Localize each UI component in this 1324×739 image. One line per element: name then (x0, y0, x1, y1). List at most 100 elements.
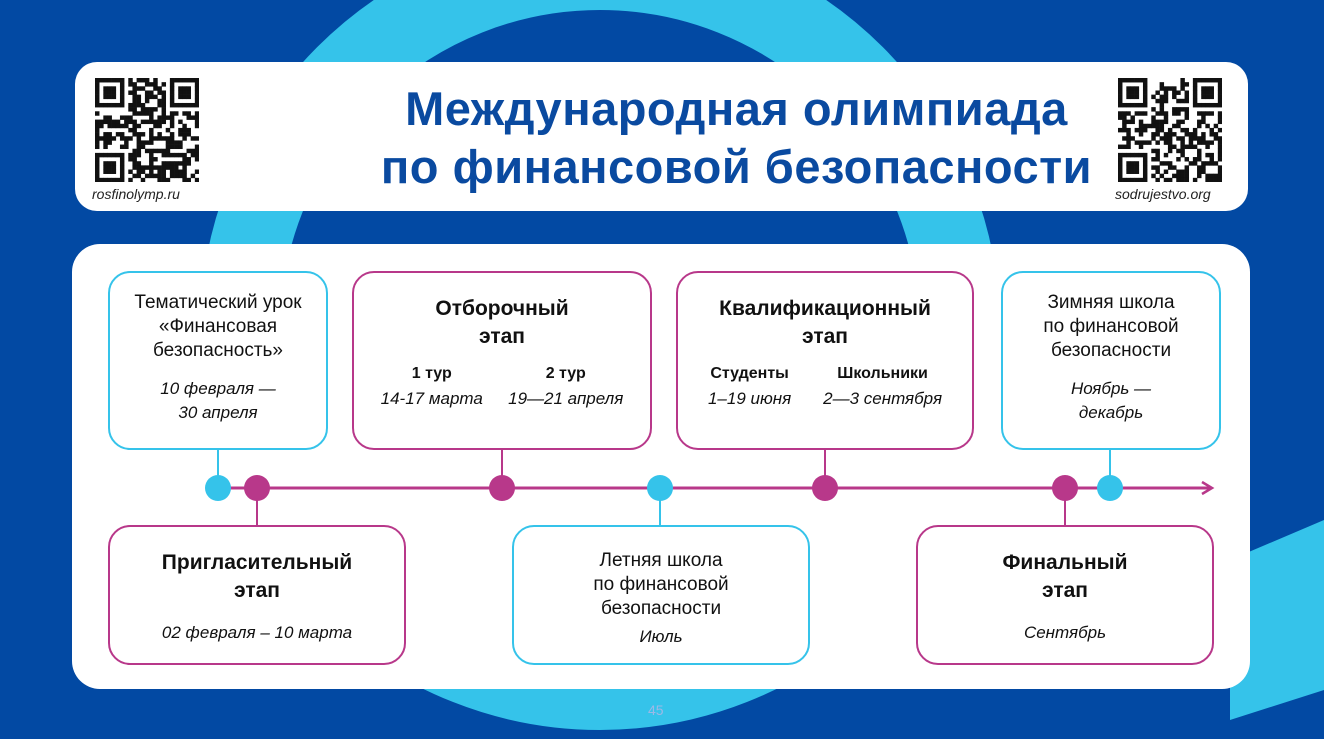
qr-module (107, 152, 112, 158)
qr-module (1130, 169, 1135, 174)
qr-module (194, 119, 199, 125)
qr-module (1155, 90, 1160, 95)
qr-module (1172, 132, 1177, 137)
qr-module (144, 148, 150, 154)
qr-module (136, 132, 142, 137)
qr-module (1138, 132, 1144, 137)
qr-module (1192, 177, 1198, 182)
qr-module (132, 127, 137, 133)
qr-module (1205, 173, 1210, 179)
qr-module (1155, 127, 1160, 133)
qr-module (1134, 152, 1140, 158)
qr-module (1201, 102, 1206, 108)
qr-module (149, 157, 154, 162)
qr-module (1217, 82, 1222, 87)
qr-module (1122, 78, 1127, 83)
qr-module (1192, 98, 1198, 104)
qr-module (107, 78, 112, 83)
qr-module (1192, 82, 1198, 87)
qr-module (1147, 140, 1152, 145)
qr-module (149, 152, 154, 158)
qr-module (169, 111, 175, 116)
left-url[interactable]: rosfinolymp.ru (92, 186, 180, 202)
qr-module (103, 161, 108, 166)
qr-module (1192, 102, 1198, 108)
qr-module (1197, 136, 1202, 141)
stage-dates: 30 апреля (178, 403, 258, 422)
qr-module (1192, 161, 1198, 166)
stage-title: Тематический урок (134, 292, 302, 313)
qr-module (165, 136, 171, 141)
timeline-dot (205, 475, 231, 501)
right-url[interactable]: sodrujestvo.org (1115, 186, 1211, 202)
qr-module (149, 115, 154, 120)
qr-module (1126, 136, 1131, 141)
qr-module (1213, 173, 1219, 179)
qr-module (136, 123, 142, 129)
qr-module (115, 177, 121, 182)
qr-code-right[interactable] (1118, 78, 1222, 182)
qr-module (182, 136, 187, 141)
qr-module (1188, 140, 1194, 145)
qr-module (1151, 94, 1156, 100)
qr-module (1180, 169, 1185, 174)
qr-module (144, 173, 150, 179)
qr-module (119, 123, 125, 129)
qr-module (119, 157, 125, 162)
qr-module (149, 94, 154, 100)
qr-module (161, 94, 167, 100)
qr-module (1217, 94, 1222, 100)
qr-module (190, 102, 196, 108)
qr-module (161, 102, 167, 108)
qr-module (1118, 127, 1123, 133)
qr-module (169, 165, 175, 170)
qr-module (194, 177, 199, 182)
qr-module (1126, 169, 1131, 174)
qr-module (1201, 78, 1206, 83)
qr-module (186, 86, 191, 91)
qr-module (1184, 111, 1190, 116)
qr-module (165, 177, 171, 182)
qr-module (1126, 165, 1131, 170)
qr-module (153, 78, 158, 83)
qr-module (111, 78, 117, 83)
qr-module (194, 78, 199, 83)
qr-module (95, 94, 100, 100)
qr-module (1155, 111, 1160, 116)
qr-module (107, 102, 112, 108)
stage-title: этап (802, 325, 848, 348)
qr-module (194, 94, 199, 100)
qr-module (190, 115, 196, 120)
qr-module (103, 119, 108, 125)
qr-module (136, 161, 142, 166)
qr-module (153, 119, 158, 125)
qr-code-left[interactable] (95, 78, 199, 182)
qr-module (1180, 173, 1185, 179)
qr-module (149, 132, 154, 137)
qr-module (1217, 111, 1222, 116)
qr-module (169, 90, 175, 95)
qr-module (128, 115, 133, 120)
qr-module (99, 78, 104, 83)
qr-module (1163, 94, 1169, 100)
qr-module (1197, 123, 1202, 129)
qr-module (178, 140, 183, 145)
stage-title: по финансовой (593, 574, 729, 595)
qr-module (1213, 136, 1219, 141)
qr-module (1118, 90, 1123, 95)
qr-module (1167, 132, 1173, 137)
qr-module (1122, 127, 1127, 133)
timeline-dot (1097, 475, 1123, 501)
qr-module (1167, 177, 1173, 182)
qr-module (174, 169, 179, 174)
qr-module (1180, 148, 1185, 154)
qr-module (95, 177, 100, 182)
qr-module (115, 132, 121, 137)
qr-module (1142, 152, 1148, 158)
qr-module (174, 102, 179, 108)
qr-module (1130, 94, 1135, 100)
qr-module (1134, 78, 1140, 83)
qr-module (1134, 165, 1140, 170)
qr-module (1163, 115, 1169, 120)
